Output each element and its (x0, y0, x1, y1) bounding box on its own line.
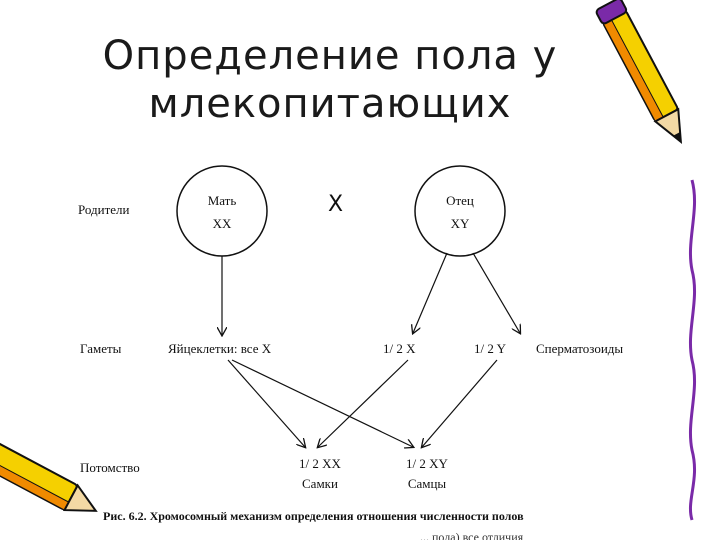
row-label-offspring: Потомство (80, 460, 140, 475)
father-name: Отец (446, 193, 474, 208)
eggs-label: Яйцеклетки: все X (168, 341, 272, 356)
arrow-father-y (472, 252, 520, 333)
slide-title: Определение пола у млекопитающих (60, 32, 600, 128)
row-label-gametes: Гаметы (80, 341, 122, 356)
arrow-egg-xx (227, 359, 305, 447)
wavy-border-right (688, 179, 697, 521)
pencil-icon-bottom-left (0, 438, 98, 512)
mother-genotype: XX (212, 216, 232, 231)
row-label-parents: Родители (78, 202, 130, 217)
sperm-y-label: 1/ 2 Y (474, 341, 507, 356)
father-circle (414, 165, 506, 257)
pencil-icon-top-right (595, 0, 683, 145)
arrow-father-x (413, 252, 448, 333)
mother-name: Мать (207, 193, 237, 208)
arrow-spermx-xx (318, 359, 409, 447)
arrow-spermy-xy (422, 359, 498, 447)
cut-off-text: ... пола) все отличия (420, 530, 524, 540)
father-genotype: XY (450, 216, 470, 231)
offspring-xx-sex: Самки (302, 476, 338, 491)
offspring-xy: 1/ 2 XY (406, 456, 448, 471)
slide-title-line2: млекопитающих (148, 81, 512, 127)
slide-title-line1: Определение пола у (102, 33, 558, 79)
arrow-egg-xy (231, 359, 413, 447)
offspring-xx: 1/ 2 XX (299, 456, 341, 471)
cross-symbol: X (328, 192, 344, 217)
sperm-x-label: 1/ 2 X (383, 341, 416, 356)
mother-circle (176, 165, 268, 257)
figure-caption: Рис. 6.2. Хромосомный механизм определен… (103, 509, 524, 523)
sperm-label: Сперматозоиды (536, 341, 624, 356)
offspring-xy-sex: Самцы (407, 476, 447, 491)
